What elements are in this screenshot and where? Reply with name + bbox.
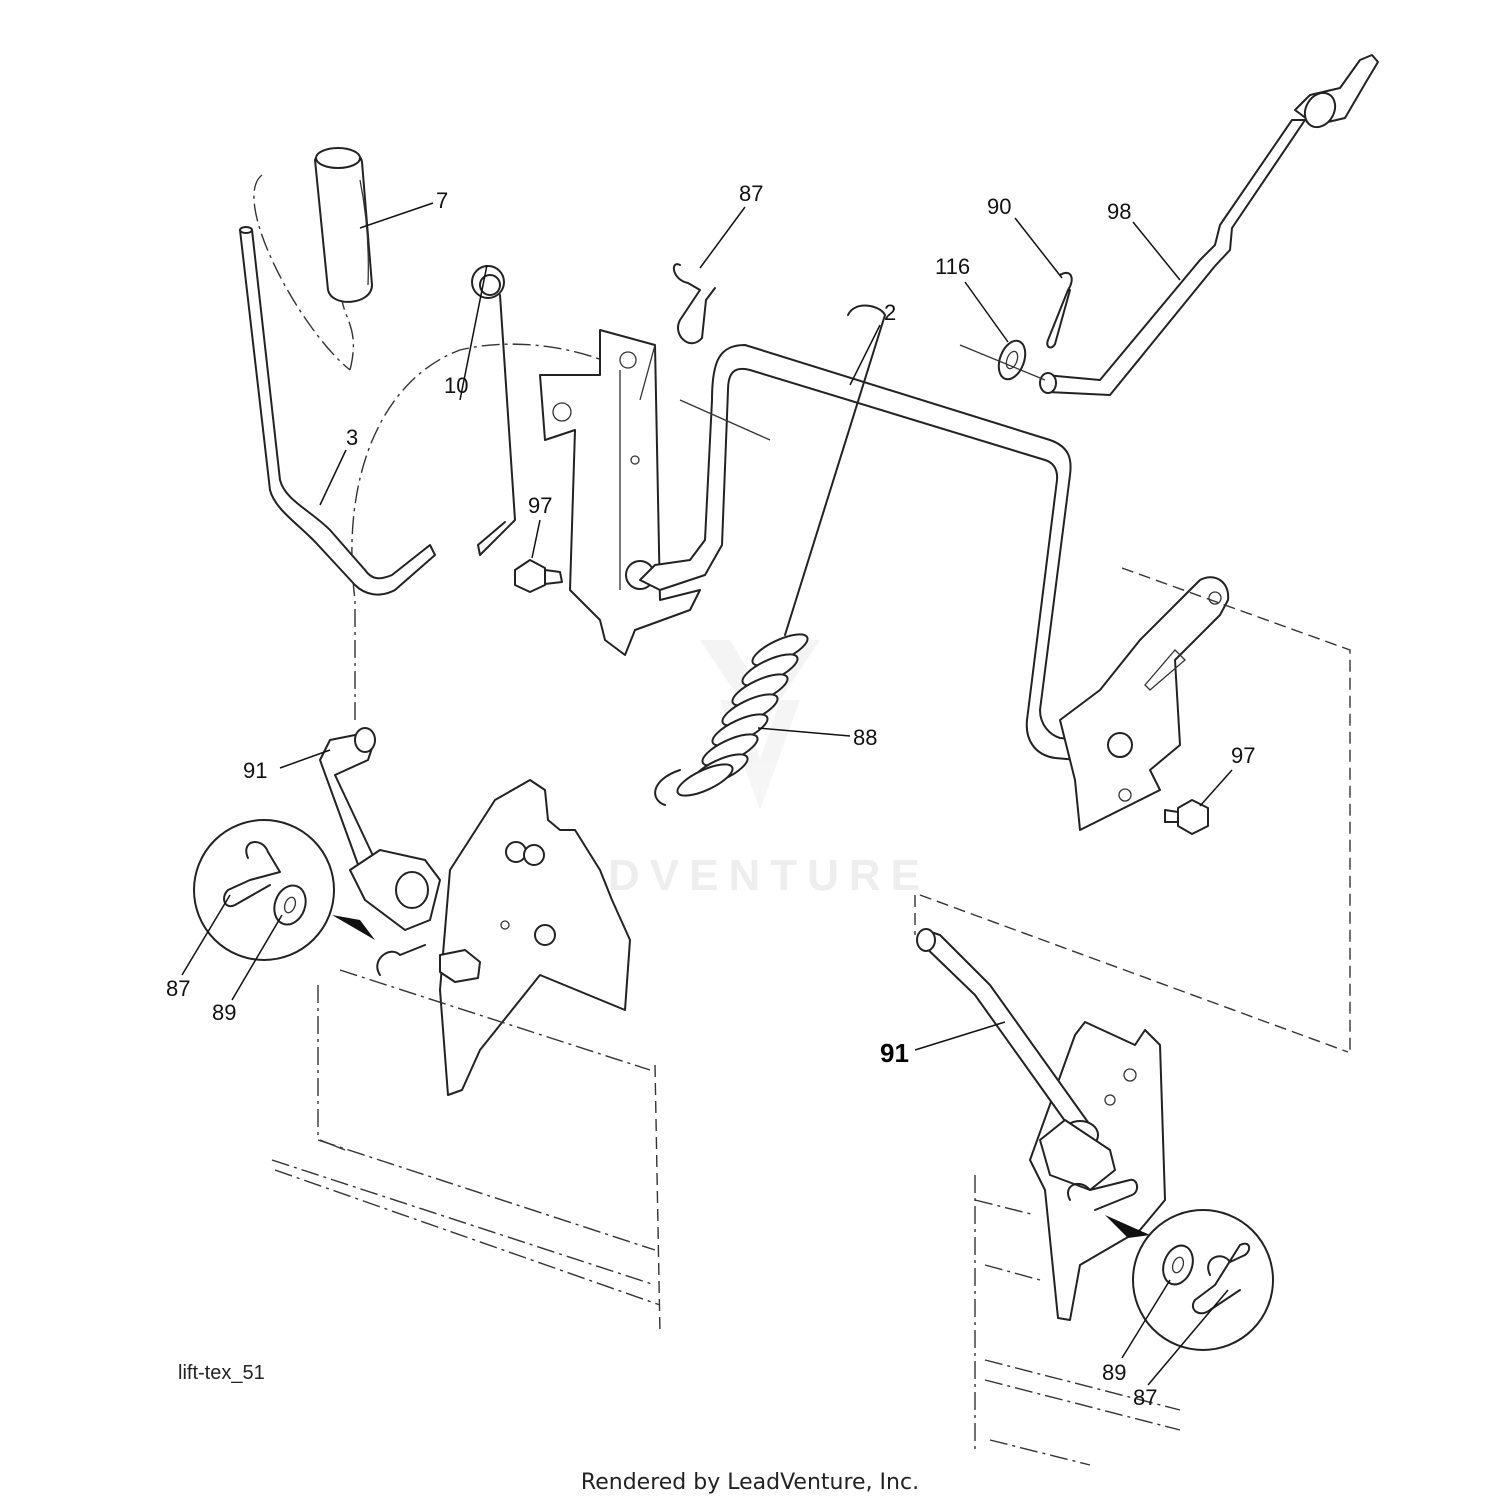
callout-90: 90: [987, 194, 1011, 219]
torsion-spring: [471, 265, 516, 556]
callout-87-top: 87: [739, 181, 763, 206]
flat-washer: [997, 339, 1027, 381]
cotter-pin: [1046, 271, 1073, 349]
lever-swing-path: [253, 174, 641, 720]
handle-grip: [314, 147, 373, 303]
hairpin-clip-top: [672, 263, 716, 345]
callout-7: 7: [436, 188, 448, 213]
detail-circle-left: [193, 819, 375, 961]
callout-97-right: 97: [1231, 743, 1255, 768]
callout-89-right: 89: [1102, 1360, 1126, 1385]
lower-lift-link-right: [916, 928, 1138, 1211]
callout-10: 10: [444, 373, 468, 398]
footer-credit: Rendered by LeadVenture, Inc.: [580, 1470, 920, 1495]
extension-spring: [654, 304, 886, 806]
shoulder-bolt-right: [1164, 799, 1209, 835]
right-lift-bracket: [1059, 576, 1230, 831]
lower-lift-link-left: [319, 727, 481, 983]
deck-outline-right: [974, 1175, 1181, 1466]
callout-91-left: 91: [243, 758, 267, 783]
callout-98: 98: [1107, 199, 1131, 224]
deck-bracket-left: [439, 779, 631, 1096]
lift-bracket: [539, 329, 701, 656]
lift-shaft: [639, 344, 1081, 761]
callout-87-right: 87: [1133, 1385, 1157, 1410]
leader-lines: [181, 202, 1233, 1386]
callout-89-left: 89: [212, 1000, 236, 1025]
washer-axis-line: [959, 344, 1046, 381]
deck-outline-left: [271, 969, 661, 1336]
callout-116: 116: [935, 254, 970, 279]
lift-lever-rod: [239, 226, 436, 596]
callout-91-right: 91: [880, 1038, 909, 1068]
diagram-reference-code: lift-tex_51: [178, 1362, 265, 1384]
callout-97-left: 97: [528, 493, 552, 518]
callout-3: 3: [346, 425, 358, 450]
lift-link-rod: [1039, 54, 1379, 396]
right-guide-lines: [914, 567, 1351, 1055]
callout-88: 88: [853, 725, 877, 750]
callout-2: 2: [884, 300, 896, 325]
callout-87-left: 87: [166, 976, 190, 1001]
detail-circle-right: [1105, 1209, 1274, 1351]
shoulder-bolt-left: [514, 559, 563, 593]
